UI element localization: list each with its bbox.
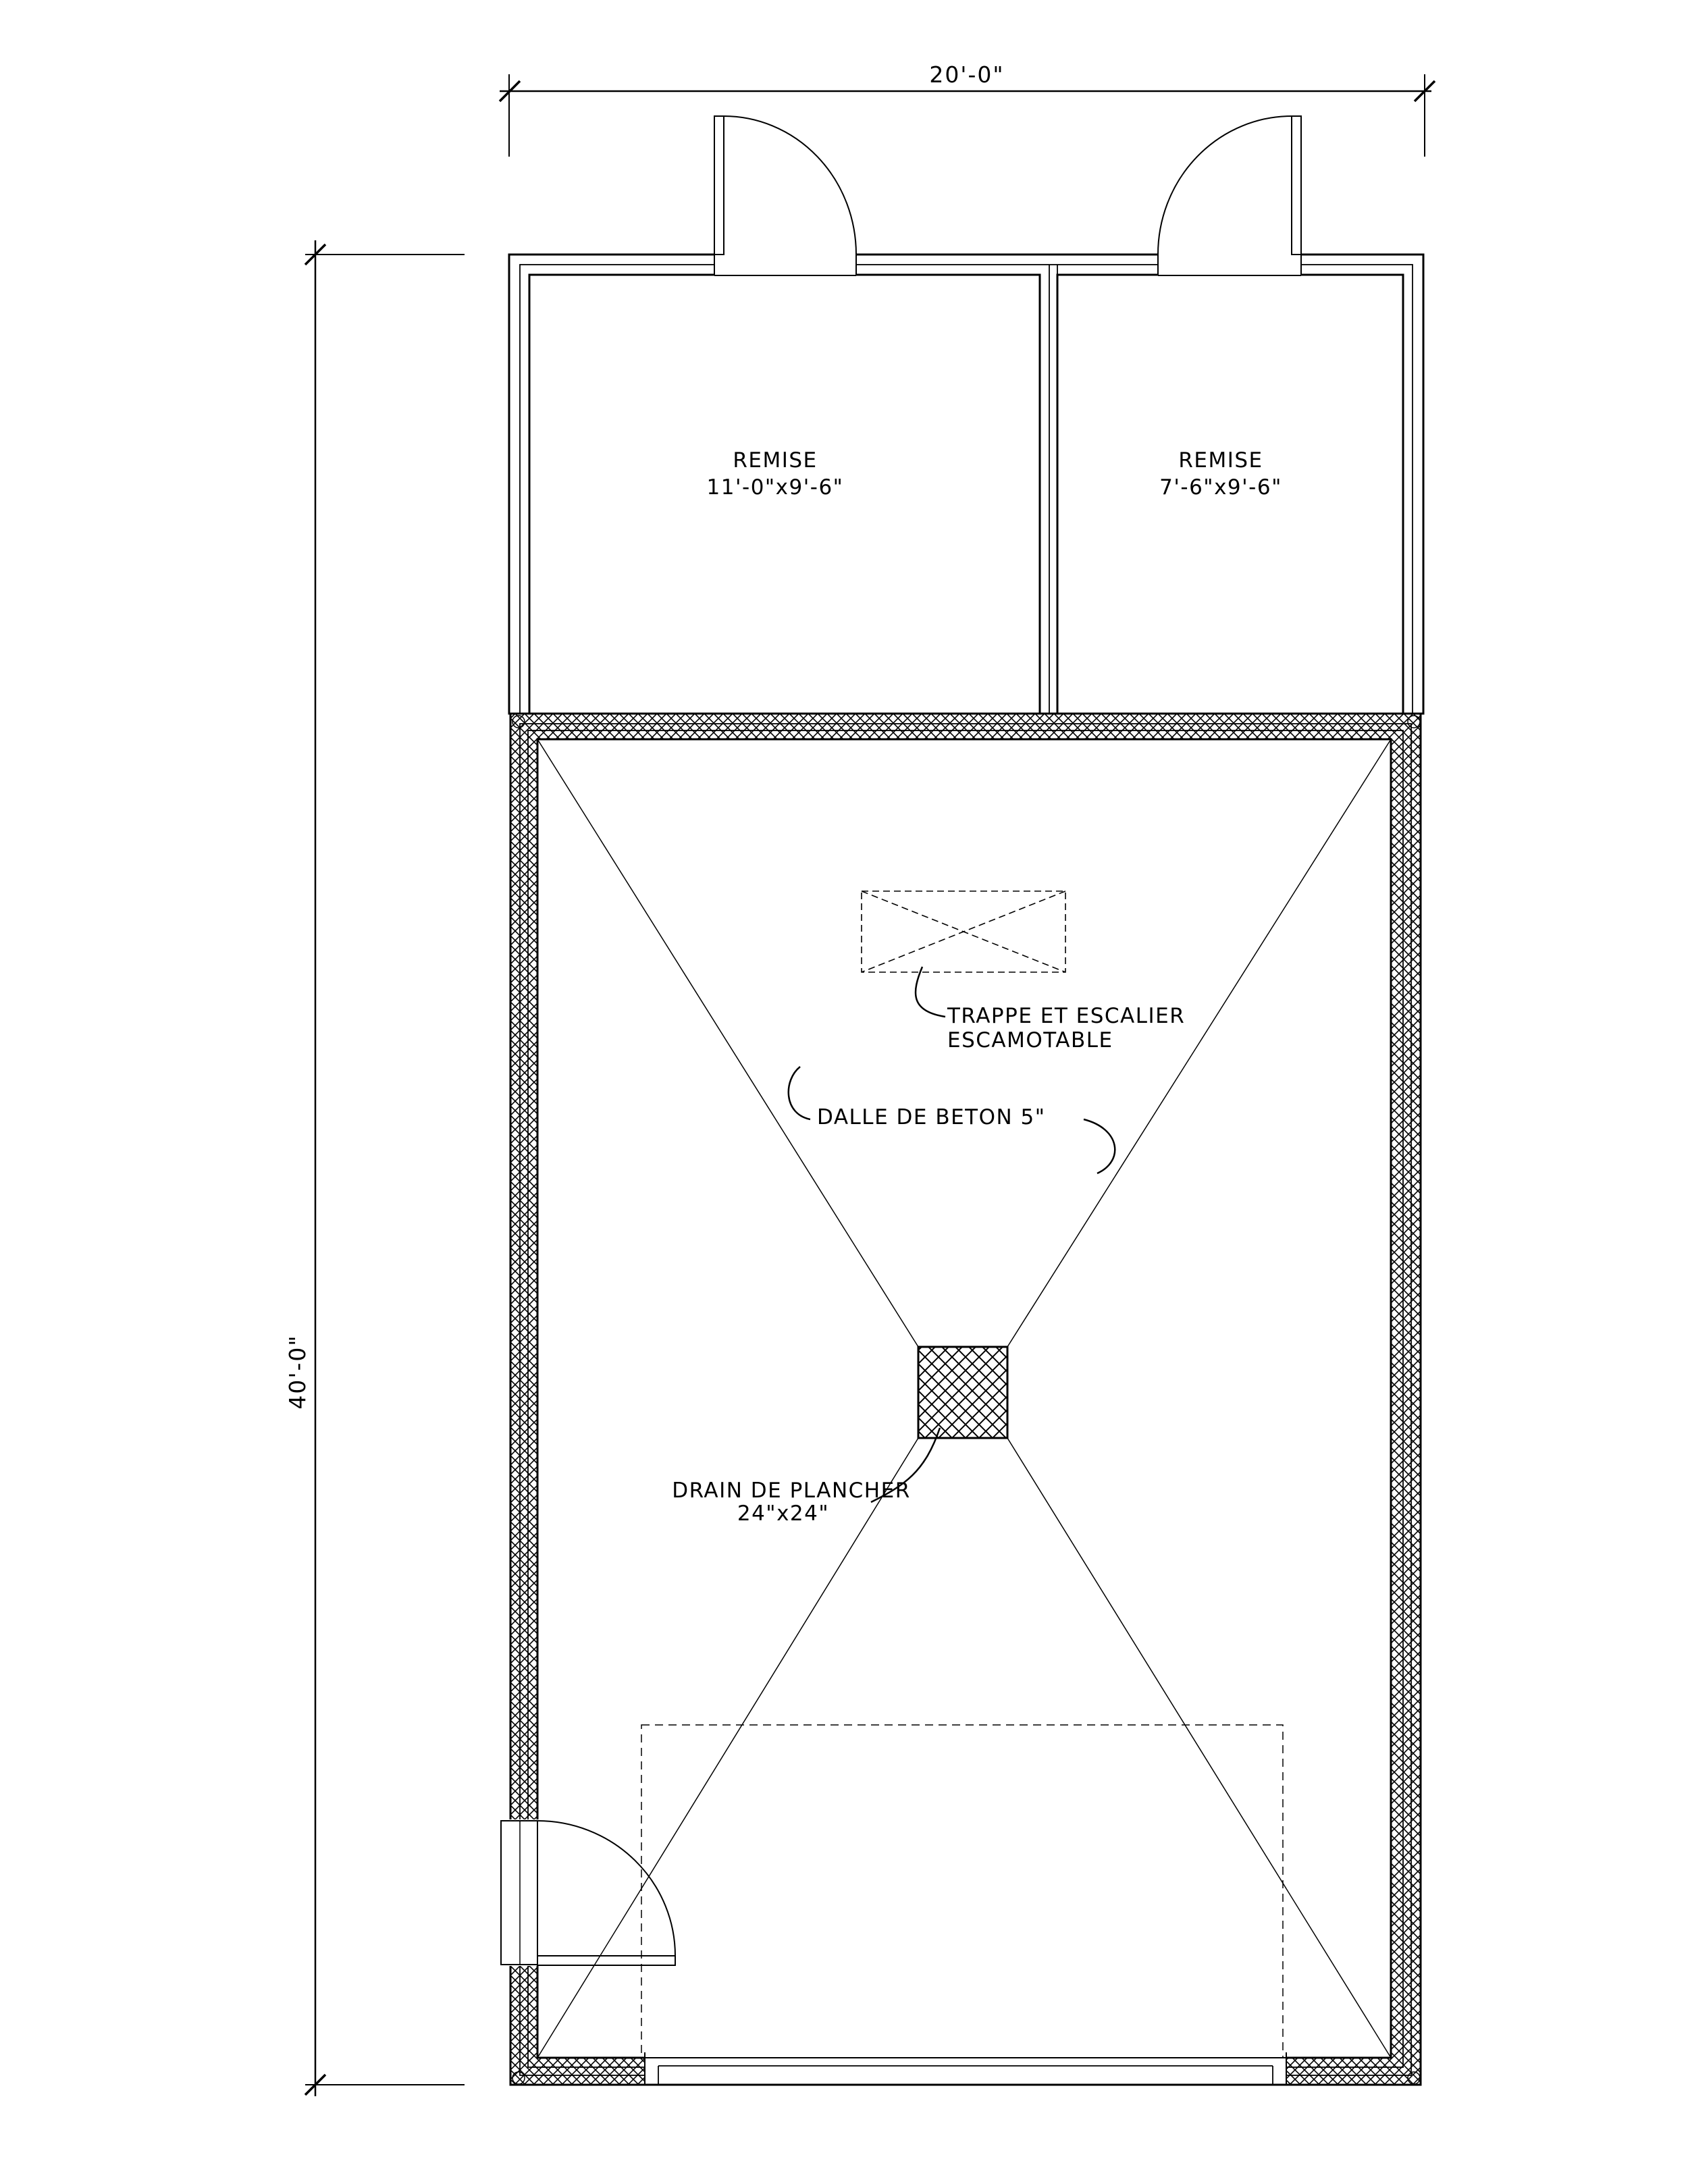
drain-annotation: DRAIN DE PLANCHER 24"x24" xyxy=(672,1479,911,1526)
storage-section xyxy=(508,253,1425,715)
slab-label: DALLE DE BETON 5" xyxy=(817,1105,1046,1129)
attic-hatch xyxy=(861,890,1066,973)
room-2-label: REMISE 7'-6"x9'-6" xyxy=(1159,448,1282,500)
hatch-leader xyxy=(914,966,946,1018)
drain-leader xyxy=(870,1427,941,1503)
hatch-label-line2: ESCAMOTABLE xyxy=(947,1028,1113,1053)
room-1-label: REMISE 11'-0"x9'-6" xyxy=(707,448,844,500)
room-1-size: 11'-0"x9'-6" xyxy=(707,475,844,500)
side-entry-door xyxy=(500,1819,676,1966)
room-1-name: REMISE xyxy=(733,448,817,473)
slab-leader-right xyxy=(1083,1118,1116,1175)
storage-door-2 xyxy=(1157,115,1302,276)
slab-leader-left xyxy=(787,1066,811,1121)
hatch-annotation: TRAPPE ET ESCALIER ESCAMOTABLE xyxy=(947,1004,1185,1053)
height-dimension: 40'-0" xyxy=(284,240,465,2096)
drain-label-line2: 24"x24" xyxy=(737,1501,829,1526)
slab-slope-lines xyxy=(537,739,1392,2058)
parking-outline xyxy=(641,1724,1284,2058)
room-2-name: REMISE xyxy=(1178,448,1263,473)
hatch-label-line1: TRAPPE ET ESCALIER xyxy=(947,1004,1185,1028)
floor-drain xyxy=(917,1346,1009,1439)
room-2-size: 7'-6"x9'-6" xyxy=(1159,475,1282,500)
width-dimension-label: 20'-0" xyxy=(929,61,1004,88)
width-dimension: 20'-0" xyxy=(498,61,1436,157)
drain-label-line1: DRAIN DE PLANCHER xyxy=(672,1479,911,1503)
storage-door-1 xyxy=(714,115,857,276)
height-dimension-label: 40'-0" xyxy=(284,1334,311,1409)
